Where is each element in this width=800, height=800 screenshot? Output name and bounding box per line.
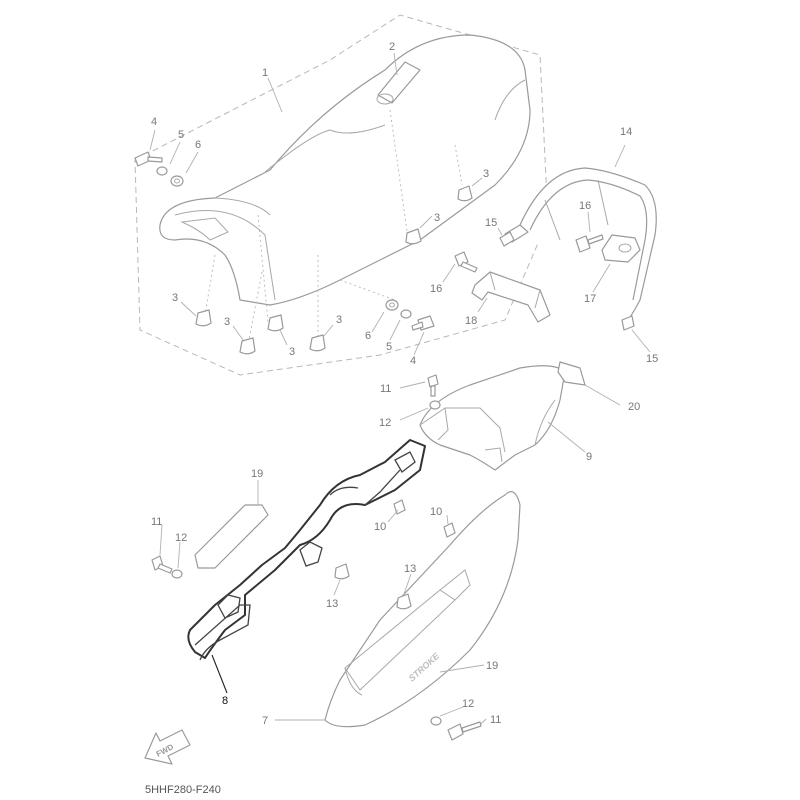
callout-16: 16 (579, 200, 591, 212)
seat (159, 34, 531, 306)
callout-7: 7 (262, 715, 268, 727)
bolt-part-11-lower-right (447, 721, 482, 741)
leader-lines (149, 52, 651, 725)
callout-3: 3 (224, 316, 230, 328)
callout-5: 5 (178, 129, 184, 141)
callout-5: 5 (386, 341, 392, 353)
callout-2: 2 (389, 41, 395, 53)
callout-17: 17 (584, 293, 596, 305)
washer-part-12-lower-right (430, 716, 442, 726)
forward-arrow-icon: FWD (144, 729, 191, 765)
callout-14: 14 (620, 126, 632, 138)
callout-9: 9 (586, 451, 592, 463)
callout-19: 19 (486, 660, 498, 672)
callout-11: 11 (490, 714, 501, 726)
callout-20: 20 (628, 401, 640, 413)
callout-10: 10 (374, 521, 386, 533)
seat-bracket-part-2 (376, 61, 421, 105)
diagram-reference-code: 5HHF280-F240 (145, 784, 221, 796)
washer-part-12-left (171, 569, 183, 579)
locator-lines (204, 109, 463, 346)
rear-cowl-part-9 (419, 365, 566, 471)
damper-part-13-right (396, 593, 412, 610)
callout-12: 12 (379, 417, 391, 429)
callout-8: 8 (222, 695, 228, 707)
callout-12: 12 (175, 532, 187, 544)
callout-11: 11 (151, 516, 162, 528)
bolt-part-10-lower (443, 522, 456, 538)
bracket-part-17 (601, 234, 641, 263)
washer-part-12-upper (429, 400, 441, 410)
callout-18: 18 (465, 315, 477, 327)
callout-13: 13 (404, 563, 416, 575)
callout-15: 15 (485, 217, 497, 229)
callout-13: 13 (326, 598, 338, 610)
callout-3: 3 (172, 292, 178, 304)
callout-3: 3 (483, 168, 489, 180)
callout-11: 11 (380, 383, 391, 395)
callout-3: 3 (336, 314, 342, 326)
callout-4: 4 (151, 116, 157, 128)
bolt-part-11-left (151, 555, 173, 574)
callout-6: 6 (365, 330, 371, 342)
bracket-part-18 (471, 271, 551, 323)
damper-part-3 (195, 185, 473, 355)
callout-6: 6 (195, 139, 201, 151)
callout-19: 19 (251, 468, 263, 480)
callout-3: 3 (289, 346, 295, 358)
bolt-part-10-upper (393, 499, 406, 515)
callout-16: 16 (430, 283, 442, 295)
callout-4: 4 (410, 355, 416, 367)
callout-3: 3 (434, 212, 440, 224)
bolt-part-11-upper (427, 374, 439, 397)
emblem-part-20 (557, 361, 586, 386)
bolt-part-16 (454, 234, 604, 273)
callout-labels: 1 2 3 3 3 3 3 3 3 4 4 5 5 6 6 7 8 9 10 1… (151, 41, 658, 727)
callout-1: 1 (262, 67, 268, 79)
damper-part-13-left (334, 563, 350, 580)
bolt-washer-collar-right (385, 299, 435, 331)
callout-15: 15 (646, 353, 658, 365)
side-cover-part-7: STROKE (324, 491, 521, 728)
bolt-washer-collar-left (134, 151, 184, 187)
side-rail-part-8 (187, 439, 426, 661)
seat-group-boundary (134, 14, 549, 376)
callout-10: 10 (430, 506, 442, 518)
decal-part-19-left (194, 504, 269, 569)
callout-12: 12 (462, 698, 474, 710)
cap-part-15 (499, 231, 635, 331)
